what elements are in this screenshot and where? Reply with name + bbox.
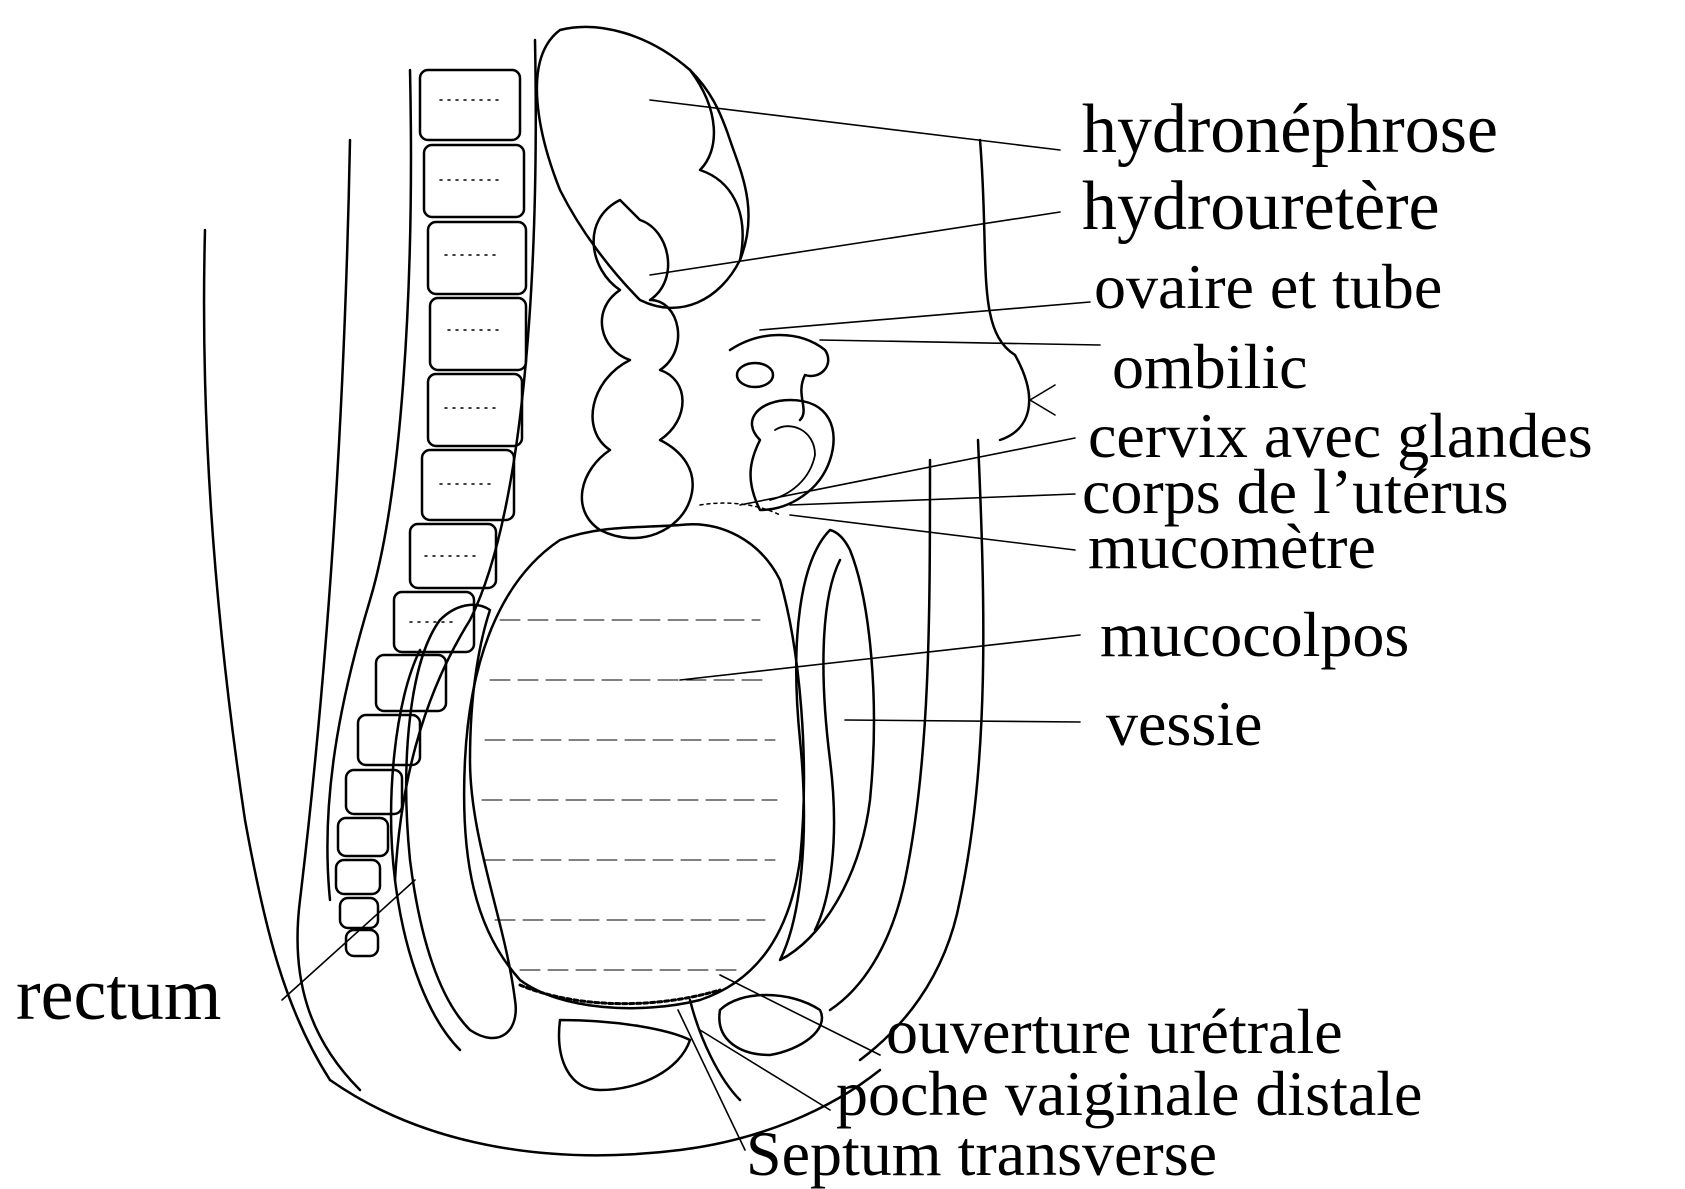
label-distal-vaginal-pouch: poche vaiginale distale bbox=[836, 1062, 1422, 1126]
uterus-body-outline bbox=[751, 400, 834, 510]
leader-lines bbox=[282, 100, 1100, 1150]
spine-posterior-edge bbox=[327, 70, 411, 900]
label-urethral-opening: ouverture urétrale bbox=[886, 1000, 1343, 1064]
label-umbilicus: ombilic bbox=[1112, 335, 1308, 399]
label-ovary-tube: ovaire et tube bbox=[1094, 255, 1442, 319]
perineal-body bbox=[559, 1020, 690, 1090]
label-hydroureter: hydrouretère bbox=[1082, 172, 1440, 242]
mucocolpos-shading bbox=[482, 620, 777, 970]
label-hydronephrosis: hydronéphrose bbox=[1082, 95, 1498, 165]
posterior-skin-outline bbox=[204, 230, 330, 1080]
label-rectum: rectum bbox=[16, 958, 221, 1032]
hydronephrosis-shape bbox=[537, 27, 749, 308]
label-transverse-septum: Septum transverse bbox=[746, 1122, 1217, 1186]
label-mucocolpos: mucocolpos bbox=[1100, 603, 1409, 667]
vertebrae bbox=[336, 70, 526, 956]
hydronephrosis-lobe bbox=[690, 70, 743, 260]
label-mucometra: mucomètre bbox=[1088, 515, 1376, 579]
ovary-shape bbox=[737, 363, 773, 387]
uterus-cavity bbox=[770, 426, 815, 500]
anterior-wall-outer bbox=[980, 140, 1029, 440]
urethral-opening-area bbox=[719, 995, 822, 1055]
mucocolpos-shape bbox=[464, 524, 804, 1008]
posterior-body-outline bbox=[298, 140, 361, 1090]
label-bladder: vessie bbox=[1106, 692, 1262, 756]
tube-shape bbox=[730, 335, 828, 420]
bladder-inner bbox=[815, 560, 840, 930]
rectum-shape bbox=[406, 605, 516, 1038]
